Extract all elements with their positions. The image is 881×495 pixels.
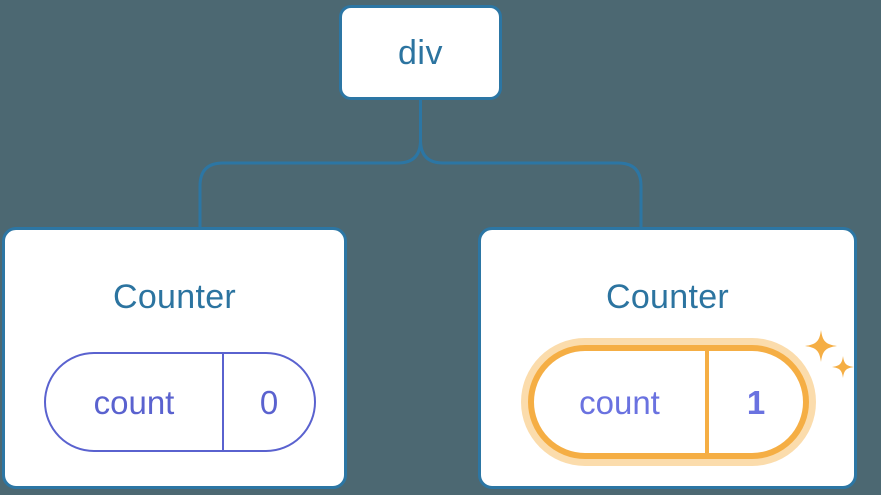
state-pill-key-cell: count bbox=[46, 354, 224, 450]
state-value-label: 0 bbox=[259, 383, 279, 421]
state-pill-count-right[interactable]: count 1 bbox=[521, 338, 816, 466]
card-counter-left[interactable]: Counter count 0 bbox=[2, 227, 347, 489]
sparkle-small-icon bbox=[832, 356, 854, 378]
edge-root-to-left-counter bbox=[198, 98, 422, 231]
edge-root-to-right-counter bbox=[419, 98, 643, 231]
card-counter-right[interactable]: Counter count 1 bbox=[478, 227, 857, 489]
state-value-label: 1 bbox=[746, 383, 766, 421]
card-counter-right-title: Counter bbox=[605, 278, 730, 316]
state-pill-key-cell: count bbox=[534, 351, 709, 453]
state-pill-count-left[interactable]: count 0 bbox=[44, 352, 316, 452]
card-counter-left-title: Counter bbox=[112, 278, 237, 316]
state-key-label: count bbox=[579, 383, 660, 421]
state-pill-value-cell: 1 bbox=[709, 351, 803, 453]
state-key-label: count bbox=[93, 383, 175, 421]
state-pill-value-cell: 0 bbox=[224, 354, 314, 450]
node-div-label: div bbox=[398, 33, 443, 72]
node-div[interactable]: div bbox=[339, 5, 502, 100]
